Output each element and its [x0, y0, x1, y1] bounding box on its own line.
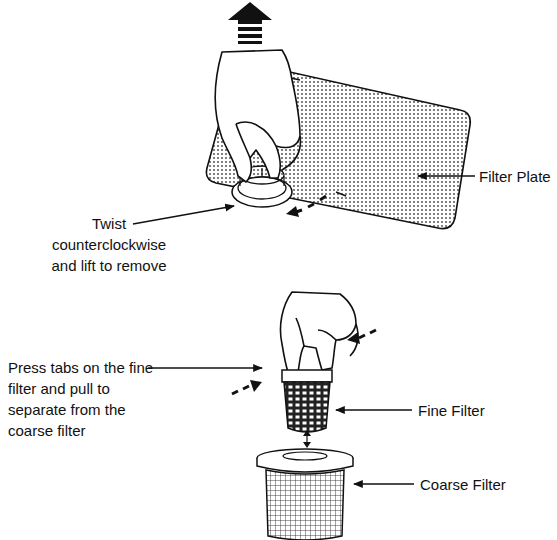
- fine-filter: [282, 370, 332, 448]
- hand: [215, 50, 300, 182]
- instruction-label: Press tabs on the fine filter and pull t…: [8, 357, 154, 441]
- twist-arrow: [286, 196, 326, 217]
- coarse-filter: [257, 449, 353, 540]
- leader-line: [133, 176, 475, 484]
- part-label: Filter Plate: [479, 166, 553, 187]
- instruction-label: Twist counterclockwise and lift to remov…: [38, 213, 180, 276]
- hand: [280, 292, 358, 372]
- lift-arrow: [228, 2, 272, 44]
- part-label: Fine Filter: [418, 400, 538, 421]
- part-label: Coarse Filter: [420, 474, 550, 495]
